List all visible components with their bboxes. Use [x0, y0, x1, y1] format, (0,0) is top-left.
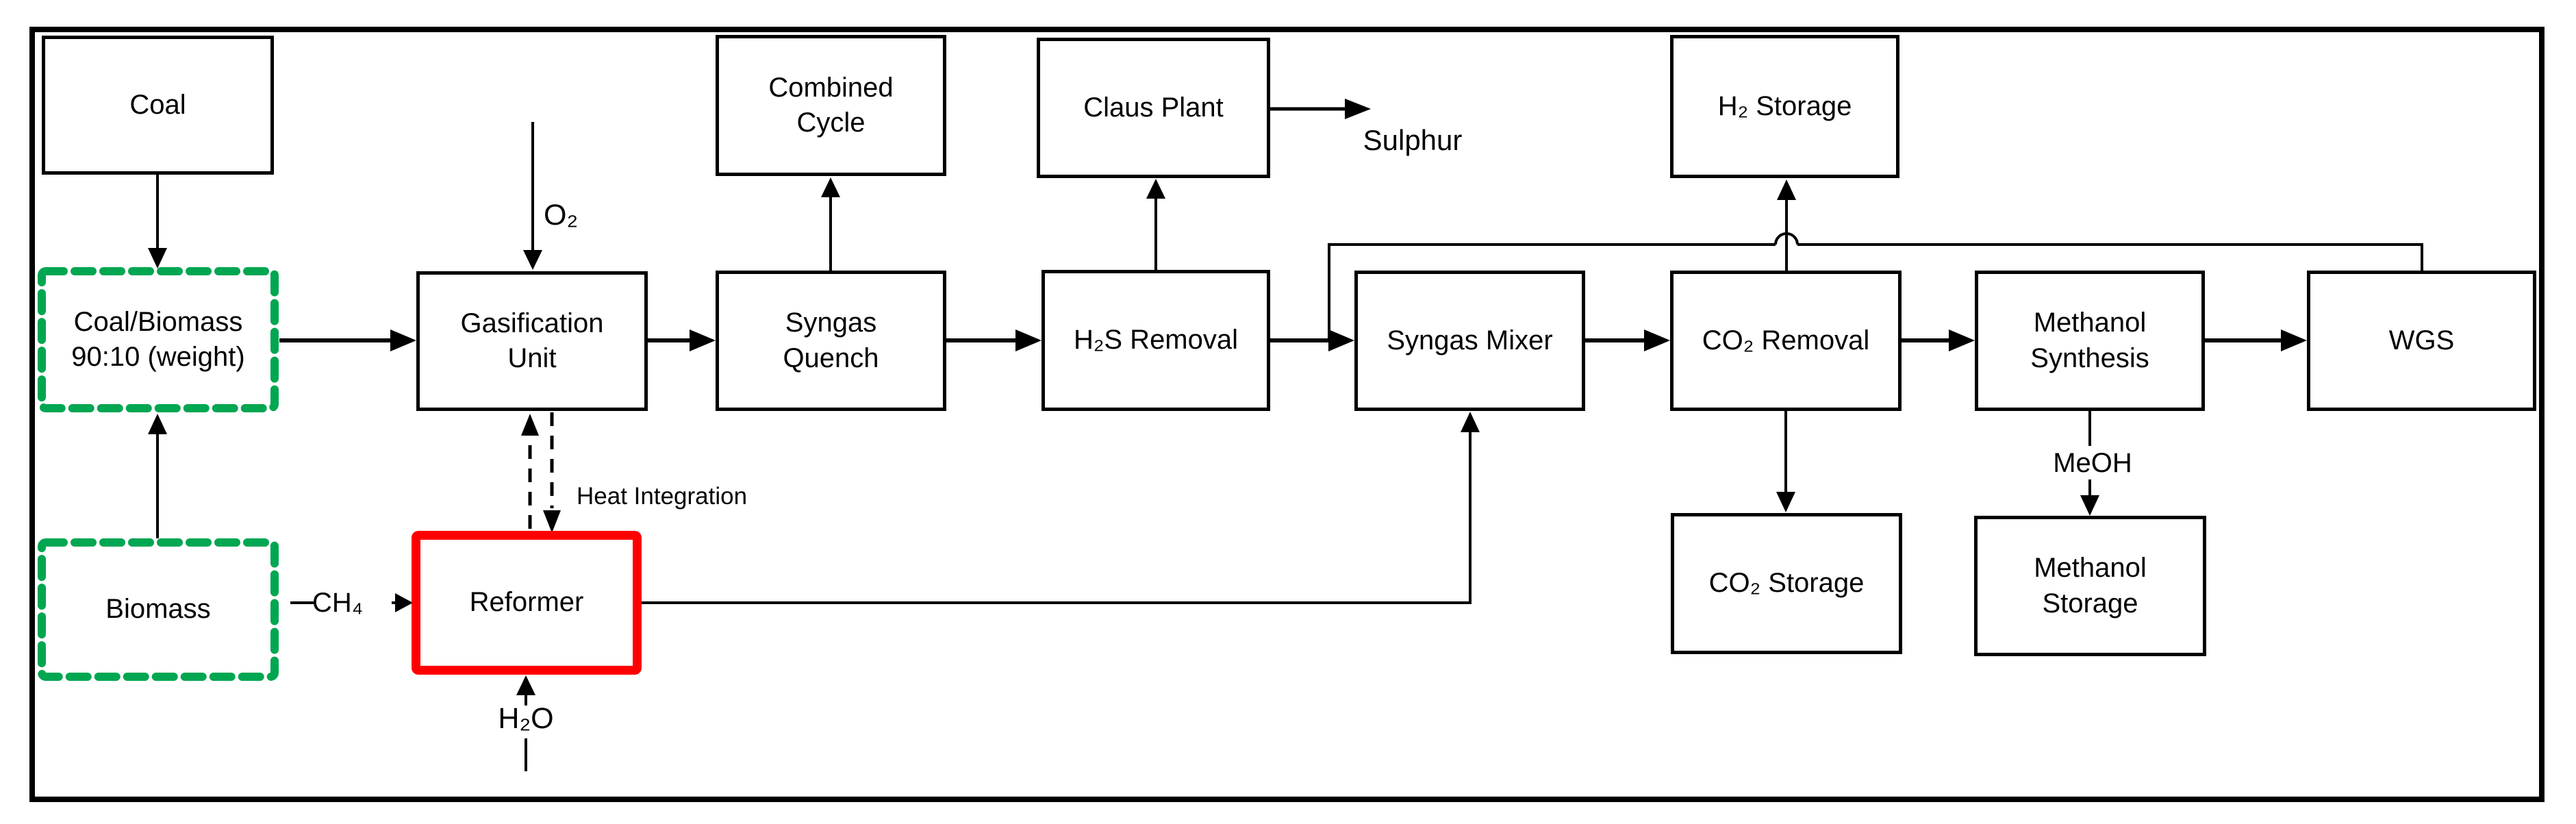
- node-methanol-storage-label-1: Methanol: [2034, 553, 2147, 584]
- node-biomass: Biomass: [42, 542, 275, 677]
- node-methanol-storage-label-2: Storage: [2042, 588, 2138, 619]
- node-co2-storage-label: CO₂ Storage: [1708, 568, 1865, 599]
- node-combined-cycle: Combined Cycle: [716, 35, 946, 176]
- node-reformer: Reformer: [412, 531, 642, 675]
- coal-biomass-dashed-border: [38, 267, 279, 412]
- arrow-coal-to-coal-biomass: [148, 175, 167, 269]
- arrow-claus-to-sulphur: [1270, 99, 1371, 119]
- node-coal: Coal: [42, 36, 274, 175]
- node-claus-plant: Claus Plant: [1037, 38, 1270, 178]
- arrow-methanol-synthesis-to-wgs: [2205, 329, 2307, 351]
- node-wgs: WGS: [2307, 271, 2536, 411]
- arrow-quench-to-combined-cycle: [821, 177, 840, 271]
- dashed-arrow-reformer-to-gasification: [521, 414, 539, 529]
- node-syngas-mixer: Syngas Mixer: [1354, 271, 1585, 411]
- node-syngas-quench: Syngas Quench: [716, 271, 946, 411]
- arrow-h2s-to-claus: [1146, 179, 1165, 271]
- arrow-mixer-to-co2-removal: [1585, 329, 1670, 351]
- node-claus-plant-label: Claus Plant: [1083, 92, 1224, 123]
- diagram-frame: [29, 27, 2545, 802]
- node-co2-removal-label: CO₂ Removal: [1702, 325, 1870, 355]
- node-combined-cycle-label-2: Cycle: [796, 108, 866, 138]
- biomass-dashed-border: [38, 538, 279, 681]
- sulphur-stream-label: Sulphur: [1363, 124, 1463, 156]
- node-coal-biomass-label-1: Coal/Biomass: [73, 306, 243, 337]
- node-h2s-removal: H₂S Removal: [1041, 270, 1270, 411]
- arrow-o2-to-gasification: [523, 122, 542, 270]
- meoh-stream-label: MeOH: [2053, 448, 2132, 478]
- arrow-gasification-to-quench: [648, 329, 716, 351]
- node-methanol-synthesis: Methanol Synthesis: [1975, 271, 2205, 411]
- arrow-biomass-to-coal-biomass: [148, 414, 167, 538]
- node-coal-biomass-label-2: 90:10 (weight): [71, 342, 245, 372]
- node-methanol-synthesis-label-2: Synthesis: [2030, 342, 2149, 373]
- node-co2-removal: CO₂ Removal: [1670, 271, 1902, 411]
- h2o-stream-label: H₂O: [498, 702, 554, 735]
- arrow-quench-to-h2s-removal: [946, 329, 1041, 351]
- arrow-methanol-synthesis-to-storage: [2080, 411, 2099, 516]
- node-h2-storage-label: H₂ Storage: [1717, 90, 1852, 121]
- arrow-co2-removal-to-methanol-synthesis: [1902, 329, 1975, 351]
- arrow-h2o-to-reformer: [516, 675, 535, 771]
- node-wgs-label: WGS: [2388, 325, 2455, 355]
- arrow-h2s-to-syngas-mixer: [1270, 329, 1354, 351]
- node-syngas-mixer-label: Syngas Mixer: [1387, 325, 1553, 355]
- node-biomass-label: Biomass: [105, 594, 211, 625]
- node-coal-label: Coal: [129, 89, 186, 120]
- o2-stream-label: O₂: [544, 199, 579, 232]
- ch4-stream-label: CH₄: [312, 588, 364, 618]
- node-syngas-quench-label-1: Syngas: [785, 308, 877, 338]
- arrow-ch4-to-reformer: [290, 593, 413, 612]
- node-gasification-label-1: Gasification: [460, 308, 604, 338]
- node-methanol-synthesis-label-1: Methanol: [2033, 308, 2147, 338]
- node-h2-storage: H₂ Storage: [1670, 35, 1899, 178]
- dashed-arrow-gasification-to-reformer: [543, 412, 561, 533]
- node-gasification-unit: Gasification Unit: [416, 271, 648, 411]
- node-combined-cycle-label-1: Combined: [768, 72, 894, 103]
- line-reformer-to-syngas-mixer: [642, 412, 1480, 604]
- node-reformer-label: Reformer: [469, 587, 584, 618]
- node-syngas-quench-label-2: Quench: [783, 342, 879, 373]
- arrow-coal-biomass-to-gasification: [279, 329, 416, 351]
- arrow-co2-removal-to-h2-storage: [1777, 179, 1796, 271]
- heat-integration-label: Heat Integration: [577, 483, 748, 510]
- node-methanol-storage: Methanol Storage: [1974, 516, 2206, 656]
- node-coal-biomass: Coal/Biomass 90:10 (weight): [42, 271, 275, 408]
- node-co2-storage: CO₂ Storage: [1671, 513, 1902, 654]
- node-h2s-removal-label: H₂S Removal: [1073, 325, 1239, 355]
- node-gasification-label-2: Unit: [507, 343, 557, 373]
- arrow-co2-removal-to-co2-storage: [1776, 411, 1795, 512]
